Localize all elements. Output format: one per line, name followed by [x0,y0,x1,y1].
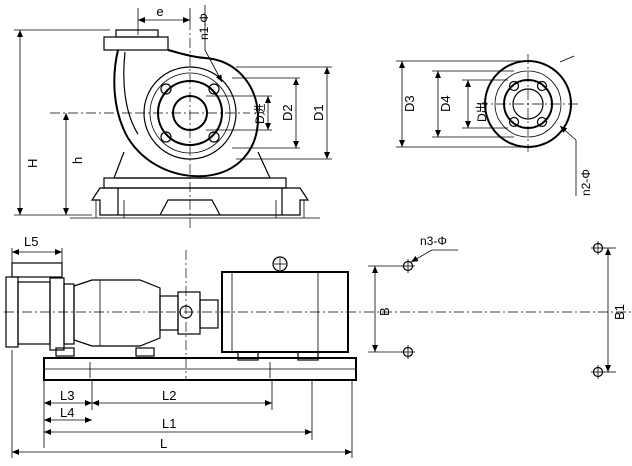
front-view [14,5,332,230]
label-d2: D2 [280,104,295,121]
label-d-out: D出 [475,101,489,122]
label-b: B [377,307,392,316]
label-n1: n1-Φ [197,13,211,40]
label-d-in: D进 [253,103,267,124]
label-l2: L2 [162,388,176,403]
label-l3: L3 [60,388,74,403]
label-d3: D3 [402,95,417,112]
label-l: L [160,436,167,451]
label-d1: D1 [311,104,326,121]
label-d4: D4 [438,95,453,112]
label-l1: L1 [162,416,176,431]
label-h-big: H [25,159,40,168]
top-view [4,248,632,458]
label-b1: B1 [612,304,627,320]
label-h-small: h [70,157,85,164]
label-n3: n3-Φ [420,234,447,248]
outlet-flange-view [396,54,580,196]
label-l5: L5 [24,234,38,249]
foundation-holes [368,241,616,379]
label-l4: L4 [60,405,74,420]
label-e: e [156,4,163,19]
label-n2: n2-Φ [579,169,593,196]
